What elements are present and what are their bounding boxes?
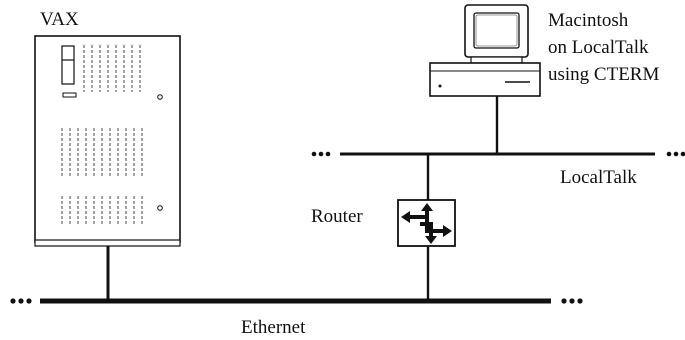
router-arrows-icon: [401, 203, 452, 244]
ethernet-left-ellipsis: [10, 298, 32, 304]
vax-computer: [34, 35, 181, 247]
macintosh-label-line3: using CTERM: [548, 64, 659, 85]
localtalk-right-ellipsis: [666, 151, 685, 157]
vax-label: VAX: [40, 9, 79, 30]
localtalk-label: LocalTalk: [560, 167, 637, 188]
ethernet-label: Ethernet: [241, 317, 306, 338]
macintosh-label-line1: Macintosh: [548, 10, 629, 31]
ethernet-right-ellipsis: [561, 298, 583, 304]
macintosh-label-line2: on LocalTalk: [548, 37, 649, 58]
macintosh-computer: [429, 4, 541, 97]
localtalk-left-ellipsis: [311, 151, 331, 157]
router-label: Router: [311, 206, 363, 227]
